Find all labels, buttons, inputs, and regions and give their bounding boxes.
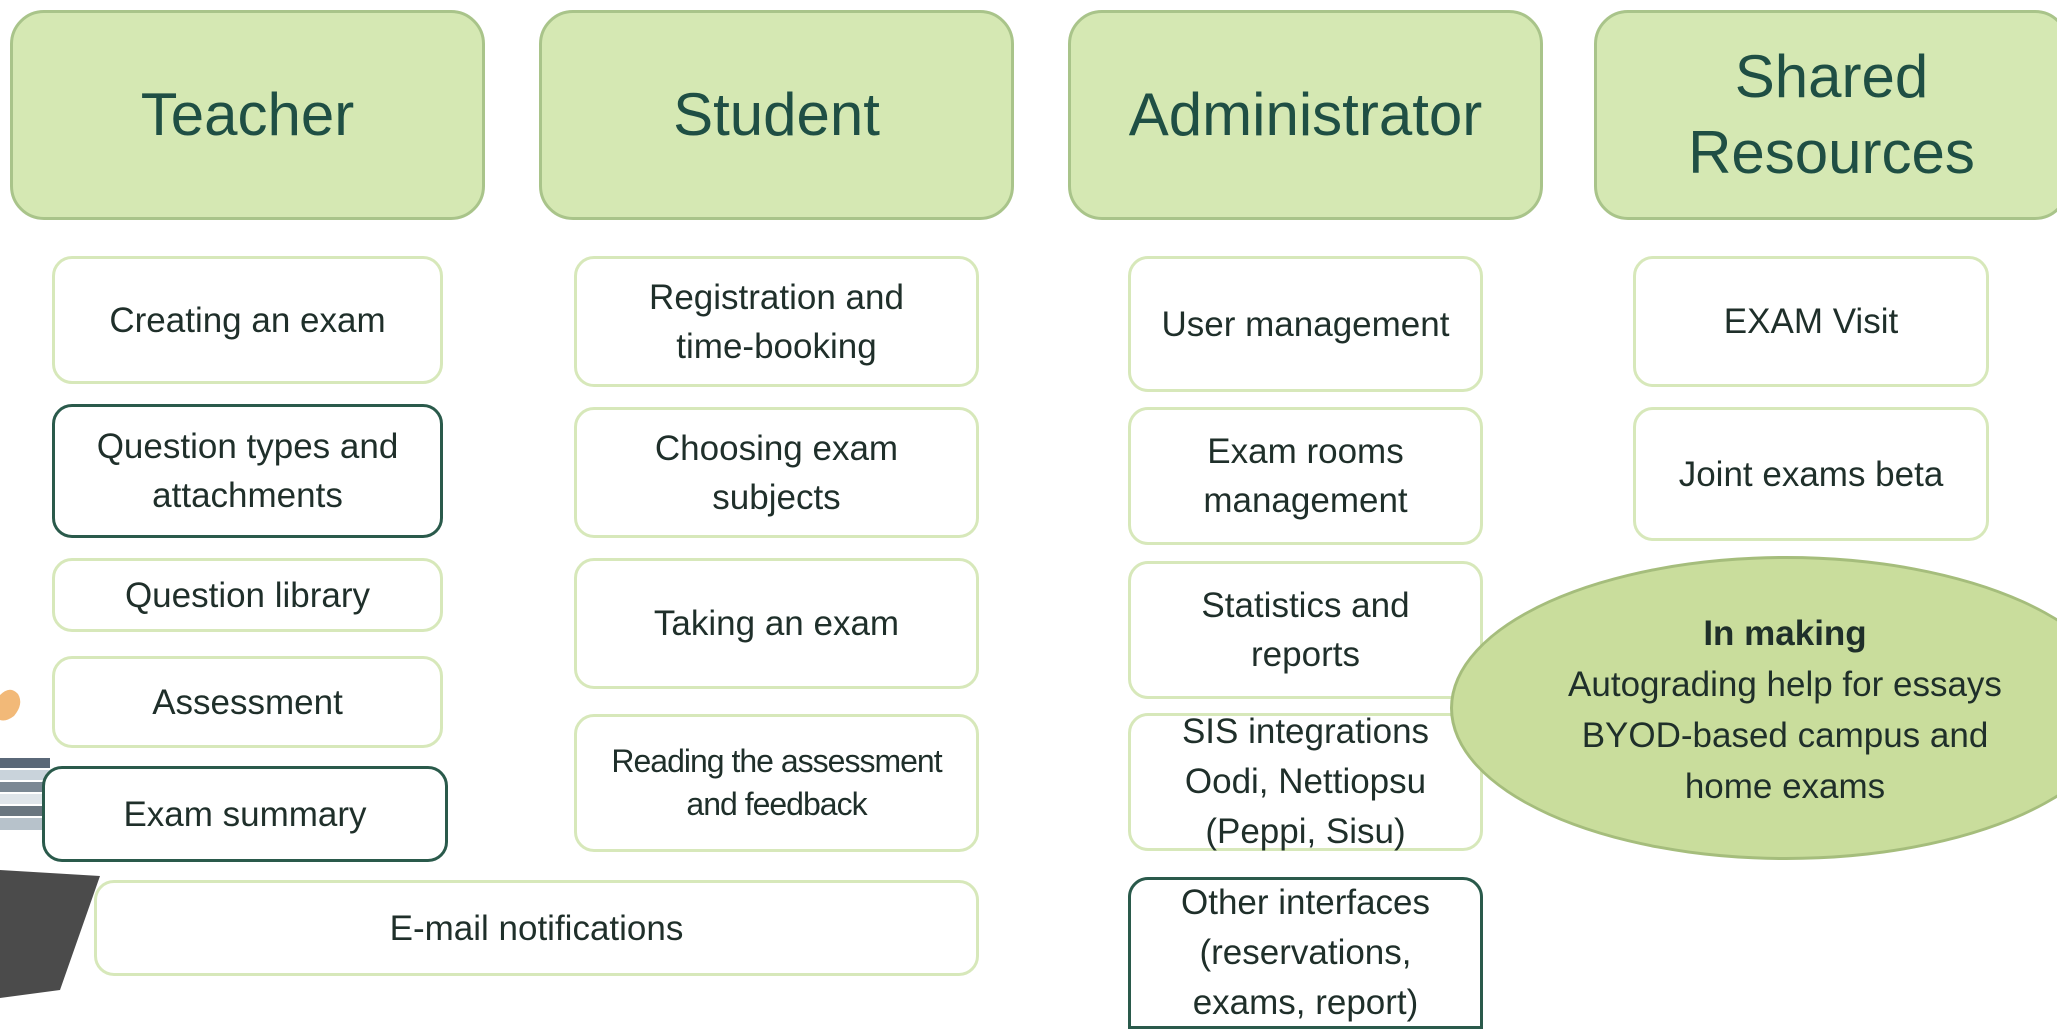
admin-item-other-interfaces-label: Other interfaces (reservations, exams, r… [1181, 882, 1430, 1023]
in-making-title: In making [1703, 614, 1867, 653]
student-item-choosing-subjects: Choosing exam subjects [574, 407, 979, 538]
header-teacher: Teacher [10, 10, 485, 220]
teacher-item-question-library-label: Question library [124, 575, 371, 615]
student-item-registration-label: Registration and time-booking [649, 277, 904, 366]
shared-item-joint-exams: Joint exams beta [1633, 407, 1989, 541]
hand-icon [0, 689, 21, 721]
student-item-reading-assessment: Reading the assessment and feedback [574, 714, 979, 852]
header-administrator-title: Administrator [1128, 81, 1483, 149]
teacher-item-question-library: Question library [52, 558, 443, 632]
header-administrator: Administrator [1068, 10, 1543, 220]
admin-item-sis-integrations-label: SIS integrations Oodi, Nettiopsu (Peppi,… [1181, 711, 1430, 852]
email-notifications-label: E-mail notifications [389, 908, 684, 948]
person-with-books-illustration [0, 689, 100, 998]
teacher-item-creating-exam-label: Creating an exam [109, 300, 386, 340]
teacher-item-assessment-label: Assessment [152, 682, 343, 722]
student-item-taking-exam: Taking an exam [574, 558, 979, 689]
admin-item-user-management-label: User management [1161, 304, 1450, 344]
email-notifications: E-mail notifications [94, 880, 979, 976]
teacher-item-assessment: Assessment [52, 656, 443, 748]
in-making-text: In making Autograding help for essays BY… [1530, 608, 2040, 812]
header-student: Student [539, 10, 1014, 220]
shared-item-exam-visit: EXAM Visit [1633, 256, 1989, 387]
admin-item-sis-integrations: SIS integrations Oodi, Nettiopsu (Peppi,… [1128, 712, 1483, 851]
admin-item-user-management: User management [1128, 256, 1483, 392]
header-teacher-title: Teacher [140, 81, 355, 149]
student-item-choosing-subjects-label: Choosing exam subjects [654, 428, 899, 517]
teacher-item-creating-exam: Creating an exam [52, 256, 443, 384]
admin-item-statistics-label: Statistics and reports [1201, 586, 1410, 674]
admin-item-statistics: Statistics and reports [1128, 561, 1483, 699]
student-item-reading-assessment-label: Reading the assessment and feedback [611, 742, 942, 822]
teacher-item-exam-summary: Exam summary [42, 766, 448, 862]
student-item-taking-exam-label: Taking an exam [653, 604, 900, 643]
in-making-line-autograding: Autograding help for essays [1568, 665, 2002, 704]
in-making-line-byod: BYOD-based campus and [1581, 716, 1989, 755]
teacher-item-exam-summary-label: Exam summary [123, 794, 367, 834]
shared-item-joint-exams-label: Joint exams beta [1678, 454, 1944, 494]
in-making-ellipse [1450, 556, 2057, 860]
admin-item-exam-rooms-label: Exam rooms management [1203, 432, 1408, 520]
shared-item-exam-visit-label: EXAM Visit [1723, 302, 1899, 341]
student-item-registration: Registration and time-booking [574, 256, 979, 387]
teacher-item-question-types-label: Question types and attachments [96, 427, 399, 515]
header-shared-resources: Shared Resources [1594, 10, 2057, 220]
book-stack-icon [0, 758, 50, 768]
in-making-line-home-exams: home exams [1684, 767, 1886, 806]
teacher-item-question-types: Question types and attachments [52, 404, 443, 538]
admin-item-exam-rooms: Exam rooms management [1128, 407, 1483, 545]
header-student-title: Student [673, 81, 880, 149]
header-shared-resources-title: Shared Resources [1688, 43, 1975, 186]
admin-item-other-interfaces: Other interfaces (reservations, exams, r… [1128, 877, 1483, 1029]
